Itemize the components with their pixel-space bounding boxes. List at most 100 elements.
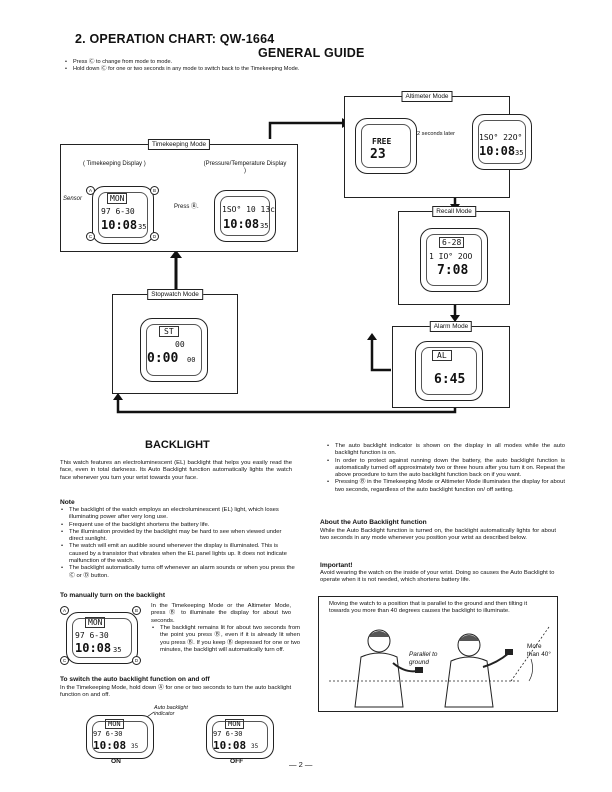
button-c[interactable]: C: [86, 232, 95, 241]
watch-pressure: 1SO° 10 13c 10:08 35: [214, 190, 276, 242]
page-number: — 2 —: [289, 760, 313, 769]
timekeeping-title: Timekeeping Mode: [147, 139, 211, 150]
watch-altimeter-b: 1SO° 22O° 10:08 35: [472, 114, 532, 170]
sensor-label: Sensor: [63, 196, 83, 202]
button-a[interactable]: A: [86, 186, 95, 195]
manual-bullets: The backlight remains lit for about two …: [151, 625, 300, 654]
lcd-pressure: 1SO° 10 13c: [222, 205, 275, 214]
general-bullets: Press Ⓒ to change from mode to mode. Hol…: [64, 59, 433, 73]
note-item: Frequent use of the backlight shortens t…: [61, 522, 295, 530]
lcd-laps: 00: [175, 340, 185, 349]
two-seconds-label: 2 seconds later: [417, 131, 455, 137]
about-text: While the Auto Backlight function is tur…: [320, 528, 556, 542]
lcd-seconds: 00: [187, 356, 196, 364]
lcd-day: MON: [85, 617, 106, 628]
alarm-title: Alarm Mode: [429, 321, 473, 332]
lcd-date: 97 6-30: [213, 730, 243, 738]
lcd-alarm-label: AL: [432, 350, 452, 361]
lcd-time: 7:08: [437, 263, 469, 278]
bullet-item: Hold down Ⓒ for one or two seconds in an…: [65, 66, 433, 73]
bullet-item: Press Ⓒ to change from mode to mode.: [65, 59, 433, 66]
guide-title: GENERAL GUIDE: [258, 46, 365, 60]
wrist-illustration: [329, 626, 550, 708]
on-label: ON: [111, 758, 121, 765]
lcd-time: 10:08: [223, 217, 260, 231]
lcd-seconds: 35: [251, 743, 259, 750]
lcd-time: 10:08: [93, 739, 127, 752]
button-d[interactable]: D: [132, 656, 141, 665]
timekeeping-caption: ( Timekeeping Display ): [83, 161, 146, 167]
pressure-caption: (Pressure/Temperature Display ): [203, 161, 287, 174]
lcd-time: 0:00: [147, 351, 179, 366]
lcd-altitude: 23: [370, 147, 386, 162]
lcd-date: 97 6-30: [75, 631, 109, 640]
arrow-to-altimeter: [268, 121, 342, 139]
right-bullet: The auto backlight indicator is shown on…: [327, 443, 565, 458]
lcd-recall-date: 6-28: [439, 237, 465, 248]
off-label: OFF: [230, 758, 244, 765]
right-bullets: The auto backlight indicator is shown on…: [326, 443, 565, 494]
watch-alarm: AL 6:45: [415, 341, 483, 401]
lcd-seconds: 35: [138, 223, 147, 231]
switch-text: In the Timekeeping Mode, hold down Ⓐ for…: [60, 685, 292, 699]
lcd-recall-value: 1 IO° 2OO: [429, 252, 473, 261]
lcd-time: 10:08: [75, 641, 112, 655]
about-title: About the Auto Backlight function: [320, 519, 427, 526]
button-c[interactable]: C: [60, 656, 69, 665]
arrow-to-stopwatch: [370, 338, 391, 372]
lcd-time: 10:08: [101, 218, 138, 232]
recall-title: Recall Mode: [432, 206, 476, 217]
stopwatch-title: Stopwatch Mode: [147, 289, 203, 300]
arrow-loop: [116, 398, 457, 414]
wrist-figure: Moving the watch to a position that is p…: [318, 596, 558, 712]
note-item: The backlight of the watch employs an el…: [61, 507, 295, 522]
altimeter-title: Altimeter Mode: [401, 91, 453, 102]
right-bullet: Pressing Ⓑ in the Timekeeping Mode or Al…: [327, 479, 565, 494]
important-text: Avoid wearing the watch on the inside of…: [320, 570, 555, 584]
lcd-day: MON: [107, 193, 128, 204]
lcd-day: MON: [225, 719, 244, 729]
more-than-label: More than 40°: [527, 643, 551, 658]
note-item: The backlight automatically turns off wh…: [61, 565, 295, 580]
button-b[interactable]: B: [150, 186, 159, 195]
lcd-time: 10:08: [479, 144, 516, 158]
lcd-altitude-top: 1SO° 22O°: [479, 133, 523, 142]
lcd-date: 97 6-30: [93, 730, 123, 738]
watch-altimeter-a: FREE 23: [355, 118, 417, 174]
note-item: The illumination provided by the backlig…: [61, 529, 295, 544]
manual-bullet: The backlight remains lit for about two …: [152, 625, 300, 654]
switch-title: To switch the auto backlight function on…: [60, 676, 210, 683]
lcd-time: 10:08: [213, 739, 247, 752]
note-list: The backlight of the watch employs an el…: [60, 507, 295, 580]
lcd-seconds: 35: [515, 149, 524, 157]
figure-caption: Moving the watch to a position that is p…: [329, 601, 528, 615]
watch-manual: MON 97 6-30 10:08 35: [66, 612, 138, 664]
watch-stopwatch: ST 00 0:00 00: [140, 318, 208, 382]
watch-timekeeping: MON 97 6-30 10:08 35: [92, 186, 154, 244]
button-b[interactable]: B: [132, 606, 141, 615]
button-d[interactable]: D: [150, 232, 159, 241]
watch-recall: 6-28 1 IO° 2OO 7:08: [420, 228, 488, 292]
backlight-intro: This watch features an electroluminescen…: [60, 460, 292, 481]
auto-indicator-label: Auto backlight indicator: [154, 705, 188, 717]
right-bullet: In order to protect against running down…: [327, 458, 565, 480]
lcd-seconds: 35: [260, 222, 269, 230]
lcd-free: FREE: [372, 137, 392, 146]
section-title: 2. OPERATION CHART: QW-1664: [75, 32, 275, 46]
press-b-label: Press Ⓑ.: [174, 204, 199, 210]
important-title: Important!: [320, 562, 353, 569]
button-a[interactable]: A: [60, 606, 69, 615]
lcd-seconds: 35: [113, 646, 122, 654]
lcd-date: 97 6-30: [101, 207, 135, 216]
watch-off: MON 97 6-30 10:08 35: [206, 715, 274, 759]
note-item: The watch will emit an audible sound whe…: [61, 543, 295, 565]
lcd-seconds: 35: [131, 743, 139, 750]
lcd-day: MON: [105, 719, 124, 729]
manual-text: In the Timekeeping Mode or the Altimeter…: [151, 603, 291, 624]
parallel-label: Parallel to ground: [409, 651, 438, 666]
note-title: Note: [60, 499, 75, 506]
watch-on: MON 97 6-30 10:08 35: [86, 715, 154, 759]
manual-title: To manually turn on the backlight: [60, 592, 166, 599]
lcd-time: 6:45: [434, 372, 466, 387]
lcd-stopwatch-label: ST: [159, 326, 179, 337]
